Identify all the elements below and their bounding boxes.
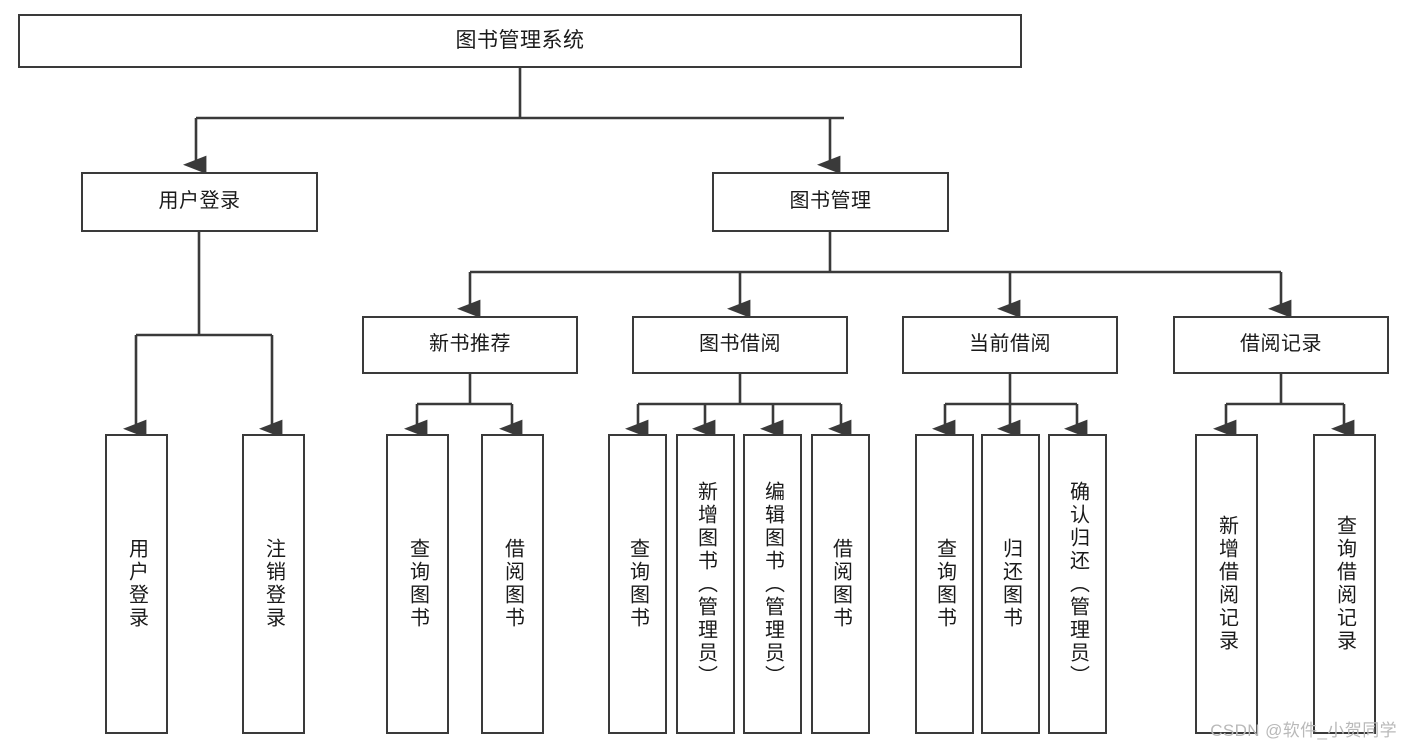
- node-current-borrow[interactable]: 当前借阅: [902, 316, 1118, 374]
- node-label: 查询借阅记录: [1333, 515, 1356, 653]
- node-label: 查询图书: [933, 538, 956, 630]
- leaf-newbook-borrow-book[interactable]: 借阅图书: [481, 434, 544, 734]
- node-label: 用户登录: [125, 538, 148, 630]
- leaf-current-return-book[interactable]: 归还图书: [981, 434, 1040, 734]
- node-label: 借阅记录: [1240, 333, 1322, 356]
- node-label: 注销登录: [262, 538, 285, 630]
- node-label: 新增图书（管理员）: [694, 480, 717, 688]
- node-user-login[interactable]: 用户登录: [81, 172, 318, 232]
- node-book-management[interactable]: 图书管理: [712, 172, 949, 232]
- leaf-current-query-book[interactable]: 查询图书: [915, 434, 974, 734]
- node-label: 当前借阅: [969, 333, 1051, 356]
- node-borrow-record[interactable]: 借阅记录: [1173, 316, 1389, 374]
- node-label: 借阅图书: [501, 538, 524, 630]
- node-label: 归还图书: [999, 538, 1022, 630]
- leaf-user-login[interactable]: 用户登录: [105, 434, 168, 734]
- node-label: 图书管理: [789, 190, 872, 213]
- node-label: 借阅图书: [829, 538, 852, 630]
- node-new-book-recommend[interactable]: 新书推荐: [362, 316, 578, 374]
- leaf-record-query-record[interactable]: 查询借阅记录: [1313, 434, 1376, 734]
- leaf-borrow-edit-book-admin[interactable]: 编辑图书（管理员）: [743, 434, 802, 734]
- leaf-borrow-add-book-admin[interactable]: 新增图书（管理员）: [676, 434, 735, 734]
- node-book-borrow[interactable]: 图书借阅: [632, 316, 848, 374]
- watermark: CSDN @软件_小贺同学: [1210, 721, 1397, 740]
- node-label: 编辑图书（管理员）: [761, 480, 784, 688]
- leaf-user-logout[interactable]: 注销登录: [242, 434, 305, 734]
- leaf-borrow-lend-book[interactable]: 借阅图书: [811, 434, 870, 734]
- leaf-newbook-query-book[interactable]: 查询图书: [386, 434, 449, 734]
- node-label: 确认归还（管理员）: [1066, 480, 1089, 688]
- node-label: 图书管理系统: [455, 28, 585, 52]
- node-label: 新书推荐: [429, 333, 511, 356]
- node-label: 新增借阅记录: [1215, 515, 1238, 653]
- leaf-borrow-query-book[interactable]: 查询图书: [608, 434, 667, 734]
- leaf-record-add-record[interactable]: 新增借阅记录: [1195, 434, 1258, 734]
- node-label: 查询图书: [626, 538, 649, 630]
- leaf-current-confirm-return-admin[interactable]: 确认归还（管理员）: [1048, 434, 1107, 734]
- node-label: 用户登录: [158, 190, 241, 213]
- node-label: 查询图书: [406, 538, 429, 630]
- node-book-management-system[interactable]: 图书管理系统: [18, 14, 1022, 68]
- node-label: 图书借阅: [699, 333, 781, 356]
